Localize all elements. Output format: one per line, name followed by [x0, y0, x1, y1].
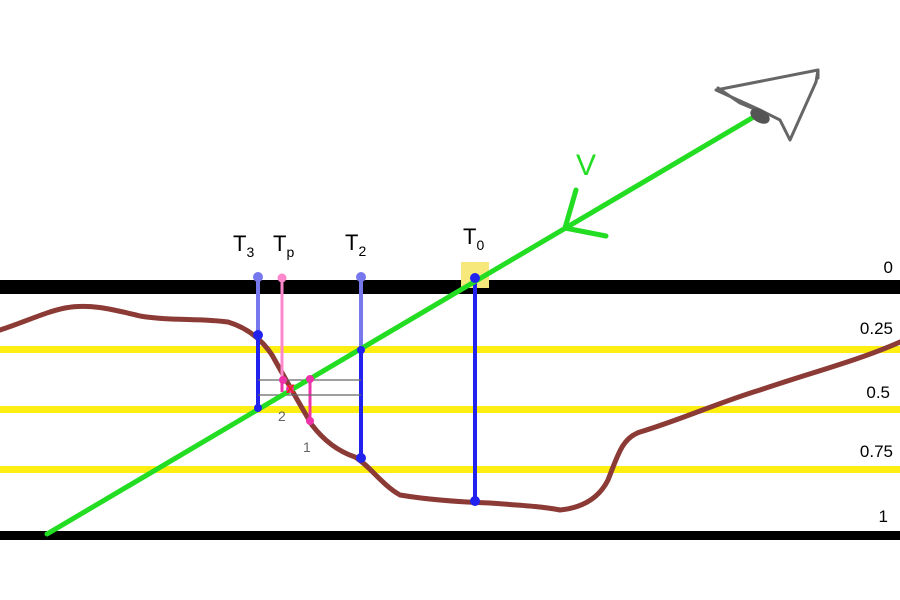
- depth-label-0.5: 0.5: [866, 383, 890, 402]
- view-ray-arrowhead: [562, 187, 609, 239]
- label-t0: T0: [463, 224, 484, 253]
- surface-boundary-top: [0, 280, 900, 294]
- t3-height-point: [253, 330, 263, 340]
- t3-ray-point: [254, 404, 262, 412]
- tp-curve-point: [279, 376, 287, 384]
- step-1-top-point: [306, 375, 314, 383]
- label-tp: Tp: [273, 231, 294, 260]
- step-2-point: [286, 385, 294, 393]
- depth-label-0: 0: [884, 258, 893, 277]
- depth-label-0.25: 0.25: [860, 319, 893, 338]
- sample-points: [253, 272, 480, 506]
- t2-height-point: [356, 453, 366, 463]
- t2-top-point: [356, 272, 366, 282]
- depth-layer-line-0.5: [0, 406, 900, 413]
- depth-layer-line-0.75: [0, 466, 900, 473]
- eye-icon: [714, 68, 820, 142]
- depth-label-0.75: 0.75: [860, 442, 893, 461]
- label-t2: T2: [345, 230, 366, 259]
- t0-top-point: [470, 273, 480, 283]
- t2-ray-point: [357, 346, 365, 354]
- tp-top-point: [277, 273, 287, 283]
- intersection-mark: x: [286, 380, 295, 397]
- label-t3: T3: [233, 231, 254, 260]
- depth-layer-line-0.25: [0, 346, 900, 353]
- step-1-bottom-point: [306, 417, 314, 425]
- t3-top-point: [253, 272, 263, 282]
- step-label-2: 2: [278, 408, 286, 424]
- view-vector-label: V: [576, 149, 596, 182]
- heightfield-curve: [0, 303, 900, 513]
- surface-boundary-bottom: [0, 531, 900, 540]
- t0-height-point: [470, 496, 480, 506]
- step-label-1: 1: [303, 439, 311, 455]
- depth-label-1: 1: [879, 507, 888, 526]
- view-ray: [44, 115, 755, 537]
